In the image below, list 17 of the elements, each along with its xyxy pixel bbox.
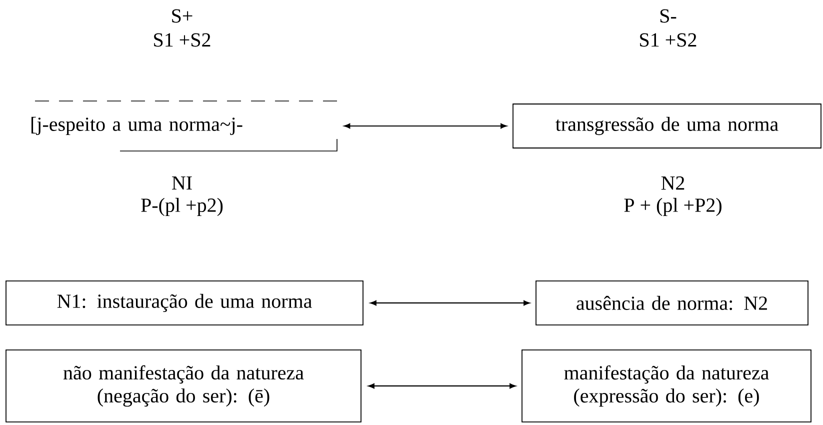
text-box: ausência de norma: N2 <box>536 280 808 326</box>
formula-label: NI <box>172 176 192 190</box>
text-box: N1: instauração de uma norma <box>6 280 364 326</box>
formula-label: P-(pl +p2) <box>141 198 223 216</box>
formula-label: S+ <box>172 9 192 23</box>
broken-box: [j-espeito a uma norma~j- <box>32 100 338 152</box>
formula-label: S- <box>660 9 676 23</box>
formula-label: S1 +S2 <box>154 33 210 47</box>
double-arrow <box>344 123 507 129</box>
double-arrow <box>368 383 516 389</box>
text-box: transgressão de uma norma <box>512 104 822 148</box>
text-box: não manifestação da natureza (negação do ser): (ē) <box>6 350 362 422</box>
formula-label: S1 +S2 <box>640 33 696 47</box>
text-box: manifestação da natureza (expressão do ser): (e) <box>522 350 812 422</box>
formula-label: P + (pl +P2) <box>624 198 722 216</box>
double-arrow <box>370 300 530 306</box>
formula-label: N2 <box>661 176 684 190</box>
